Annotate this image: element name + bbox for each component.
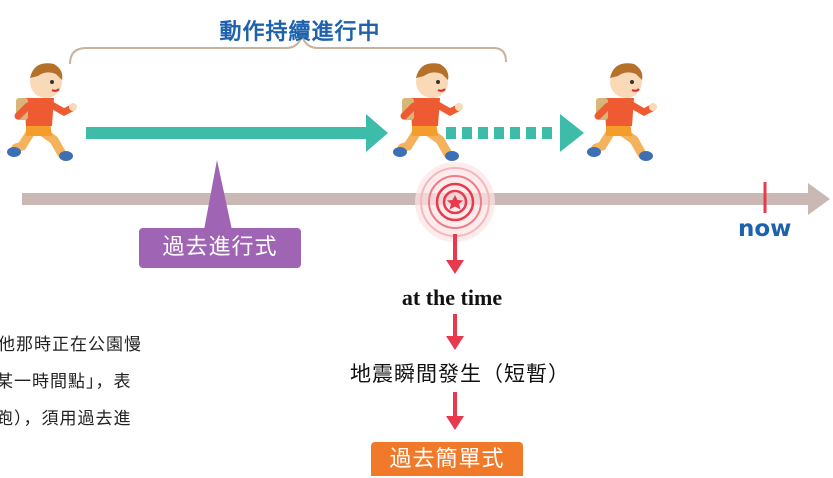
duration-brace [69,32,507,65]
side-text-line-3: 跑），須用過去進 [0,409,132,429]
progress-arrow-body [86,127,370,139]
past-progressive-label: 過去進行式 [139,228,301,268]
running-boy-icon [587,63,657,161]
red-star-ripple-icon [415,162,495,242]
running-boy-icon [7,63,77,161]
side-text-line-1: 他那時正在公園慢 [0,335,142,355]
timeline-arrowhead [808,183,830,215]
down-arrow-icon [446,234,464,274]
running-boy-icon [393,63,463,161]
continuing-arrow [446,114,584,152]
down-arrow-icon [446,314,464,350]
side-text-line-2: 某一時間點」，表 [0,372,132,392]
at-the-time-label: at the time [401,285,503,310]
progress-arrowhead [366,114,388,152]
now-label: now [738,216,792,242]
past-simple-label: 過去簡單式 [371,442,523,476]
diagram-title: 動作持續進行中 [219,20,381,45]
event-label: 地震瞬間發生（短暫） [350,362,570,386]
down-arrow-icon [446,392,464,430]
past-progressive-pointer [204,160,232,230]
